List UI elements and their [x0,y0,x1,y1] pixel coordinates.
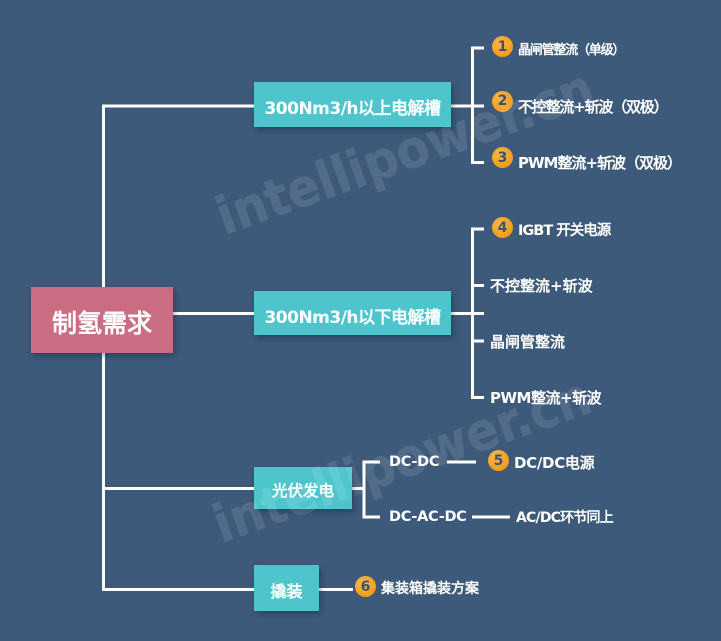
badge-6: 6 [355,576,376,597]
leaf-label: 不控整流+斩波（双极） [518,97,669,116]
badge-2: 2 [492,90,513,112]
leaf-pwm-rectifier-chopper-bipolar: 3 PWM整流+斩波（双极） [492,147,682,175]
leaf-label: 晶闸管整流（单级） [518,42,625,58]
leaf-label: PWM整流+斩波 [490,389,602,407]
leaf-label: IGBT 开关电源 [518,222,611,239]
sublabel-dc-dc: DC-DC [389,454,440,470]
leaf-container-skid-solution: 6 集装箱撬装方案 [355,576,479,600]
badge-5: 5 [488,450,509,471]
leaf-label: PWM整流+斩波（双极） [518,154,682,172]
leaf-thyristor-rectifier-single: 1 晶闸管整流（单级） [492,36,625,60]
leaf-label: 晶闸管整流 [490,332,566,351]
leaf-dcdc-power: 5 DC/DC电源 [488,450,595,474]
branch2-bracket [471,227,484,399]
badge-1: 1 [492,36,513,57]
branch3-node: 光伏发电 [254,467,352,509]
branch3-bracket [362,460,380,519]
leaf-thyristor-rectifier: 晶闸管整流 [490,329,565,353]
leaf-label: 不控整流+斩波 [490,277,593,295]
branch3-node-label: 光伏发电 [271,482,334,500]
leaf-uncontrolled-rectifier-chopper: 不控整流+斩波 [490,274,593,298]
badge-3: 3 [492,147,513,168]
branch4-node: 撬装 [254,565,319,611]
leaf-acdc-same-as-above: AC/DC环节同上 [516,505,614,529]
leaf-label: DC/DC电源 [514,453,595,472]
leaf-label: AC/DC环节同上 [516,510,614,526]
leaf-pwm-rectifier-chopper: PWM整流+斩波 [490,386,602,410]
branch1-bracket [471,46,484,164]
root-node-label: 制氢需求 [51,309,152,338]
leaf-label: 集装箱撬装方案 [381,581,479,597]
root-node: 制氢需求 [31,287,173,353]
leaf-uncontrolled-rectifier-chopper-bipolar: 2 不控整流+斩波（双极） [492,90,669,118]
badge-4: 4 [492,217,513,238]
branch1-node: 300Nm3/h以上电解槽 [254,82,451,127]
leaf-igbt-switching-power: 4 IGBT 开关电源 [492,217,611,241]
sublabel-dc-ac-dc: DC-AC-DC [389,509,467,525]
branch1-node-label: 300Nm3/h以上电解槽 [264,99,441,119]
branch2-node: 300Nm3/h以下电解槽 [254,291,451,335]
branch2-node-label: 300Nm3/h以下电解槽 [264,307,441,328]
branch4-node-label: 撬装 [270,582,303,601]
